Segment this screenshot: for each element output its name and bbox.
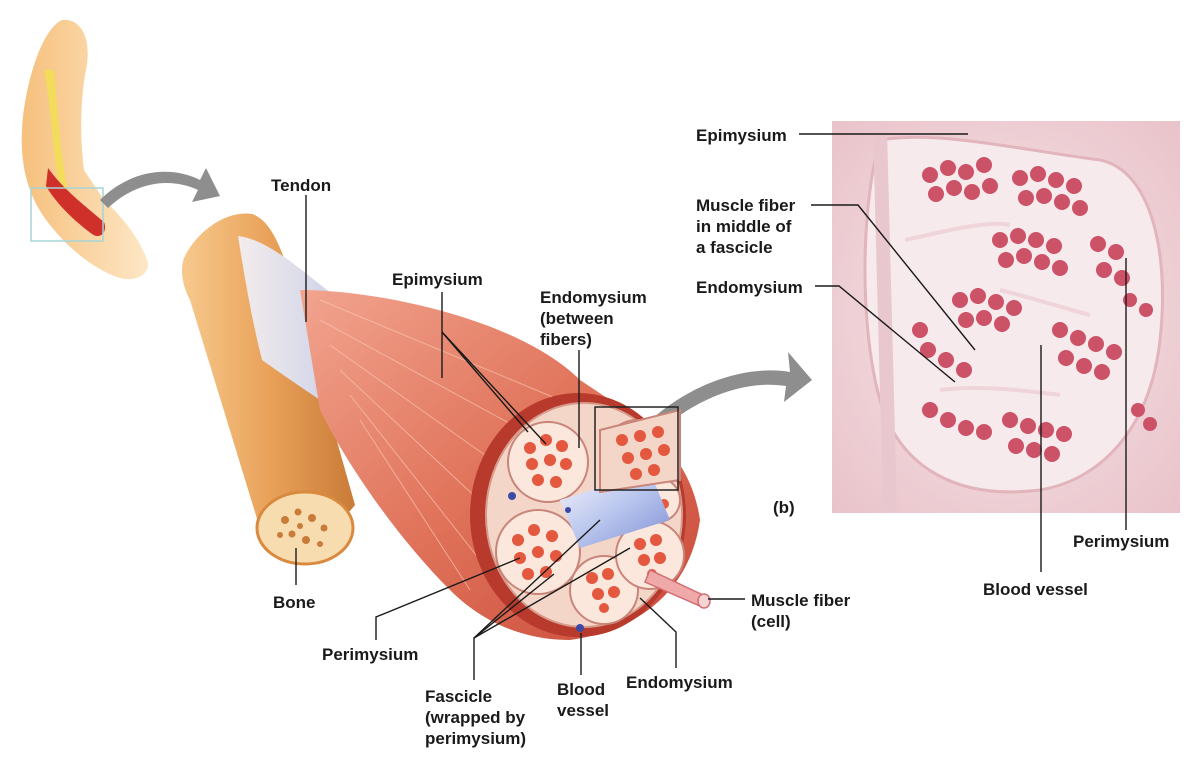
label-line: (between — [540, 309, 614, 328]
label-line: fibers) — [540, 330, 592, 349]
label-line: Blood — [557, 680, 606, 699]
bone-illustration — [182, 213, 355, 566]
label-bone: Bone — [273, 593, 316, 612]
arm-inset-box — [30, 187, 104, 242]
histology-micrograph — [832, 121, 1180, 513]
label-line: (wrapped by — [425, 708, 526, 727]
label-tendon: Tendon — [271, 176, 332, 195]
label-fascicle: Fascicle (wrapped by perimysium) — [425, 686, 526, 749]
muscle-illustration — [238, 236, 711, 640]
label-blood-vessel-b: Blood vessel — [983, 580, 1088, 599]
label-blood-vessel-a: Blood vessel — [557, 679, 609, 721]
label-endomysium-between-fibers: Endomysium (between fibers) — [540, 287, 647, 350]
label-perimysium-a: Perimysium — [322, 645, 419, 664]
arm-illustration — [21, 19, 149, 280]
fascicle-inset-box — [594, 406, 679, 491]
label-muscle-fiber-middle-fascicle: Muscle fiber in middle of a fascicle — [696, 195, 795, 258]
leader-lines — [295, 133, 1127, 680]
label-muscle-fiber-cell: Muscle fiber (cell) — [751, 590, 850, 632]
label-line: Fascicle — [425, 687, 493, 706]
label-epimysium-a: Epimysium — [392, 270, 483, 289]
label-line: (cell) — [751, 612, 791, 631]
label-line: Muscle fiber — [696, 196, 796, 215]
label-line: vessel — [557, 701, 609, 720]
label-line: Endomysium — [540, 288, 647, 307]
label-line: Muscle fiber — [751, 591, 851, 610]
label-epimysium-b: Epimysium — [696, 126, 787, 145]
label-endomysium-b: Endomysium — [696, 278, 803, 297]
label-line: in middle of — [696, 217, 792, 236]
label-line: a fascicle — [696, 238, 773, 257]
label-line: perimysium) — [425, 729, 527, 748]
label-endomysium-a: Endomysium — [626, 673, 733, 692]
label-perimysium-b: Perimysium — [1073, 532, 1170, 551]
curved-arrow-2 — [640, 352, 812, 440]
panel-b-label: (b) — [773, 498, 795, 517]
curved-arrow-1 — [100, 168, 220, 208]
